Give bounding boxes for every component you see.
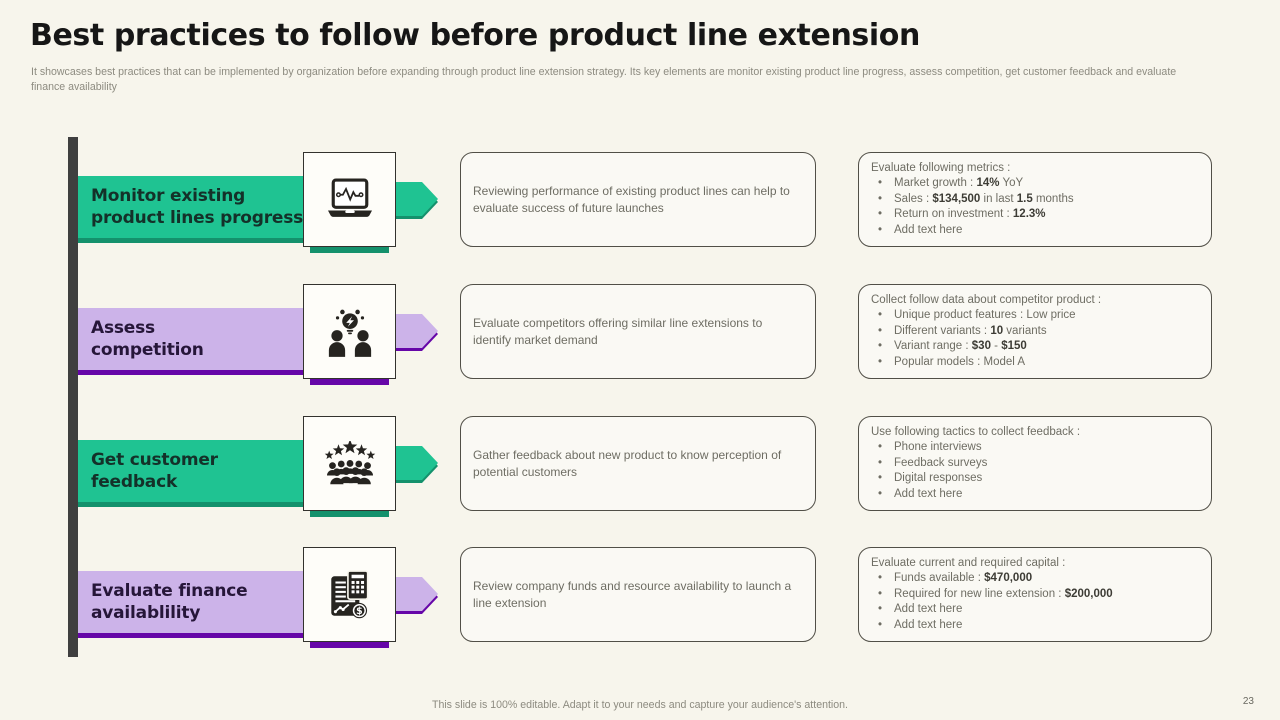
description-box: Reviewing performance of existing produc… bbox=[460, 152, 816, 247]
description-box: Gather feedback about new product to kno… bbox=[460, 416, 816, 511]
description-text: Reviewing performance of existing produc… bbox=[473, 183, 790, 215]
arrow-right-icon bbox=[394, 446, 438, 483]
icon-box bbox=[303, 416, 396, 511]
details-title: Collect follow data about competitor pro… bbox=[871, 293, 1102, 306]
list-item: Phone interviews bbox=[871, 440, 1201, 456]
list-item: Feedback surveys bbox=[871, 456, 1201, 472]
list-item: Add text here bbox=[871, 618, 1201, 634]
description-text: Evaluate competitors offering similar li… bbox=[473, 315, 763, 347]
list-item: Variant range : $30 - $150 bbox=[871, 339, 1201, 355]
details-list: Unique product features : Low price Diff… bbox=[871, 308, 1201, 370]
footer-note: This slide is 100% editable. Adapt it to… bbox=[431, 699, 849, 711]
practice-row-finance: Evaluate finance availablility bbox=[0, 547, 1280, 648]
icon-underline-bar bbox=[310, 642, 389, 648]
list-item: Funds available : $470,000 bbox=[871, 571, 1201, 587]
practice-label: Evaluate finance availablility bbox=[91, 580, 248, 623]
practice-row-monitor: Monitor existing product lines progress … bbox=[0, 152, 1280, 253]
list-item: Unique product features : Low price bbox=[871, 308, 1201, 324]
list-item: Digital responses bbox=[871, 471, 1201, 487]
list-item: Market growth : 14% YoY bbox=[871, 176, 1201, 192]
practice-label: Get customer feedback bbox=[91, 449, 218, 492]
page-subtitle: It showcases best practices that can be … bbox=[31, 66, 1177, 93]
details-title: Use following tactics to collect feedbac… bbox=[871, 425, 1081, 438]
description-text: Gather feedback about new product to kno… bbox=[473, 447, 782, 479]
list-item: Required for new line extension : $200,0… bbox=[871, 587, 1201, 603]
icon-box bbox=[303, 284, 396, 379]
financial-report-calculator-icon: $ bbox=[330, 569, 369, 618]
competitor-analysis-icon bbox=[328, 309, 371, 357]
left-accent-bar bbox=[68, 137, 78, 657]
icon-underline-bar bbox=[310, 511, 389, 517]
details-box: Use following tactics to collect feedbac… bbox=[858, 416, 1212, 511]
dollar-glyph: $ bbox=[356, 606, 363, 617]
icon-underline-bar bbox=[310, 247, 389, 253]
icon-underline-bar bbox=[310, 379, 389, 385]
practice-row-feedback: Get customer feedback bbox=[0, 416, 1280, 517]
arrow-right-icon bbox=[394, 577, 438, 614]
icon-box bbox=[303, 152, 396, 247]
description-text: Review company funds and resource availa… bbox=[473, 578, 792, 610]
arrow-right-icon bbox=[394, 182, 438, 219]
arrow-right-icon bbox=[394, 314, 438, 351]
list-item: Return on investment : 12.3% bbox=[871, 207, 1201, 223]
details-list: Market growth : 14% YoY Sales : $134,500… bbox=[871, 176, 1201, 238]
practice-label: Monitor existing product lines progress bbox=[91, 185, 304, 228]
list-item: Different variants : 10 variants bbox=[871, 324, 1201, 340]
details-box: Evaluate following metrics : Market grow… bbox=[858, 152, 1212, 247]
list-item: Add text here bbox=[871, 602, 1201, 618]
details-box: Evaluate current and required capital : … bbox=[858, 547, 1212, 642]
description-box: Review company funds and resource availa… bbox=[460, 547, 816, 642]
customer-rating-crowd-icon bbox=[324, 440, 375, 484]
practice-row-competition: Assess competition Eval bbox=[0, 284, 1280, 385]
page-title: Best practices to follow before product … bbox=[30, 18, 920, 53]
details-title: Evaluate following metrics : bbox=[871, 161, 1011, 174]
list-item: Popular models : Model A bbox=[871, 355, 1201, 371]
details-box: Collect follow data about competitor pro… bbox=[858, 284, 1212, 379]
list-item: Add text here bbox=[871, 223, 1201, 239]
description-box: Evaluate competitors offering similar li… bbox=[460, 284, 816, 379]
practice-label: Assess competition bbox=[91, 317, 204, 360]
icon-box: $ bbox=[303, 547, 396, 642]
details-list: Funds available : $470,000 Required for … bbox=[871, 571, 1201, 633]
list-item: Add text here bbox=[871, 487, 1201, 503]
list-item: Sales : $134,500 in last 1.5 months bbox=[871, 192, 1201, 208]
details-list: Phone interviews Feedback surveys Digita… bbox=[871, 440, 1201, 502]
details-title: Evaluate current and required capital : bbox=[871, 556, 1066, 569]
laptop-heartbeat-icon bbox=[327, 178, 372, 217]
page-number: 23 bbox=[1242, 696, 1254, 707]
